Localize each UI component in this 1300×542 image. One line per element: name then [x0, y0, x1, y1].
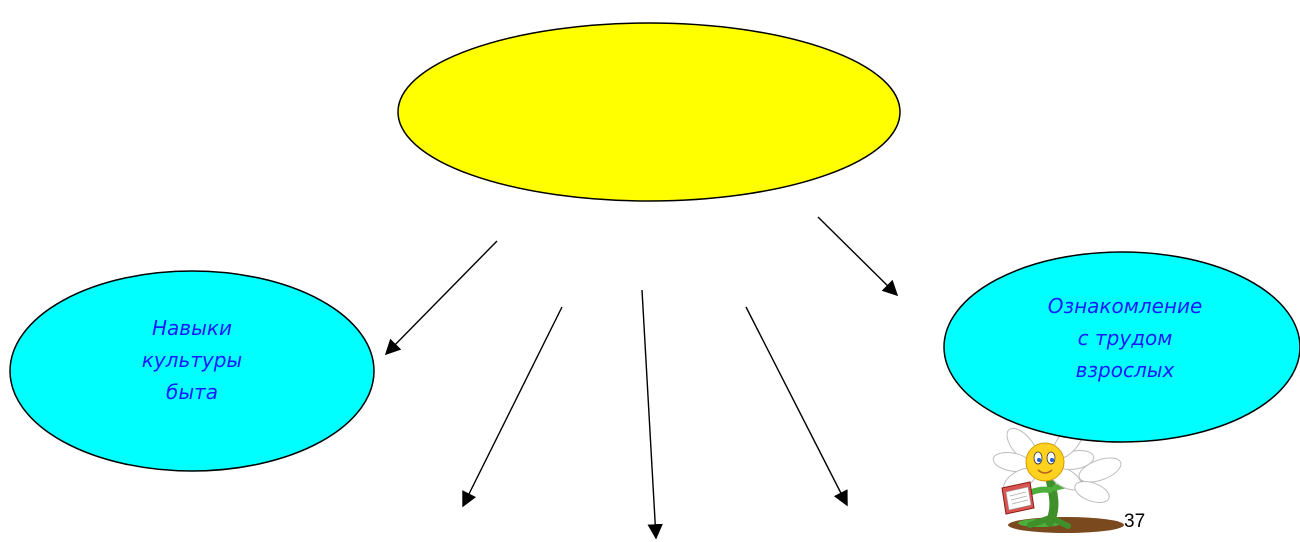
arrow-to-bottom-left — [463, 307, 562, 506]
arrow-to-bottom-center — [642, 290, 656, 538]
left-node-line-1: Навыки — [82, 312, 302, 344]
arrow-to-left-node — [386, 241, 497, 354]
right-node-line-2: с трудом — [1005, 322, 1245, 354]
right-node-line-3: взрослых — [1005, 354, 1245, 386]
left-node-label: Навыки культуры быта — [82, 312, 302, 408]
page-number: 37 — [1124, 511, 1145, 533]
right-node-line-1: Ознакомление — [1005, 290, 1245, 322]
arrow-to-right-node — [818, 217, 897, 295]
left-node-line-3: быта — [82, 376, 302, 408]
left-node-line-2: культуры — [82, 344, 302, 376]
top-node — [398, 23, 900, 201]
arrows — [386, 217, 897, 538]
arrow-to-bottom-right — [746, 307, 847, 505]
right-node-label: Ознакомление с трудом взрослых — [1005, 290, 1245, 386]
